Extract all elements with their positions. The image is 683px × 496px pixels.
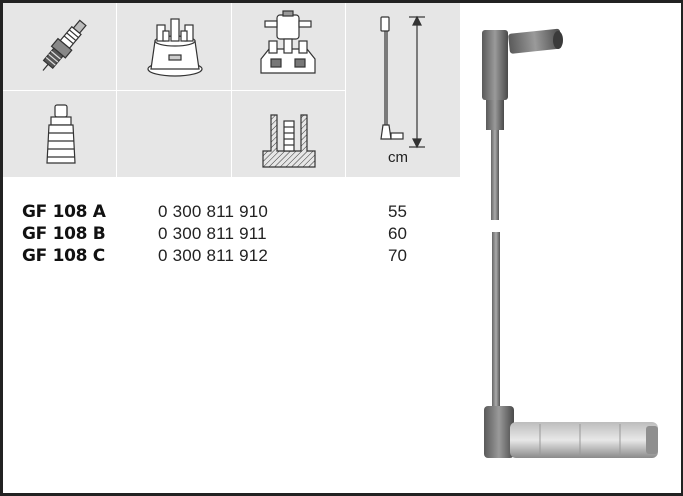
product-code: GF 108 B	[22, 224, 106, 244]
ignition-coil-icon	[260, 10, 316, 74]
spark-plug-icon	[42, 19, 87, 71]
ignition-cable-image	[482, 28, 658, 458]
table-row: GF 108 A 0 300 811 910 55	[22, 202, 442, 224]
length-unit-label: cm	[388, 149, 408, 166]
part-number: 0 300 811 910	[158, 202, 269, 221]
part-number: 0 300 811 911	[158, 224, 267, 243]
terminal-connector-icon	[262, 114, 316, 168]
part-number: 0 300 811 912	[158, 246, 269, 265]
cable-length: 70	[388, 246, 407, 265]
table-row: GF 108 B 0 300 811 911 60	[22, 224, 442, 246]
cable-length-icon	[380, 15, 425, 149]
cable-length: 55	[388, 202, 407, 221]
table-row: GF 108 C 0 300 811 912 70	[22, 246, 442, 268]
product-code: GF 108 A	[22, 202, 106, 222]
product-code: GF 108 C	[22, 246, 105, 266]
distributor-cap-icon	[147, 18, 203, 77]
spark-plug-boot-icon	[46, 104, 76, 164]
component-icon-grid: cm	[3, 3, 460, 177]
product-table: GF 108 A 0 300 811 910 55 GF 108 B 0 300…	[22, 202, 442, 268]
cable-length: 60	[388, 224, 407, 243]
